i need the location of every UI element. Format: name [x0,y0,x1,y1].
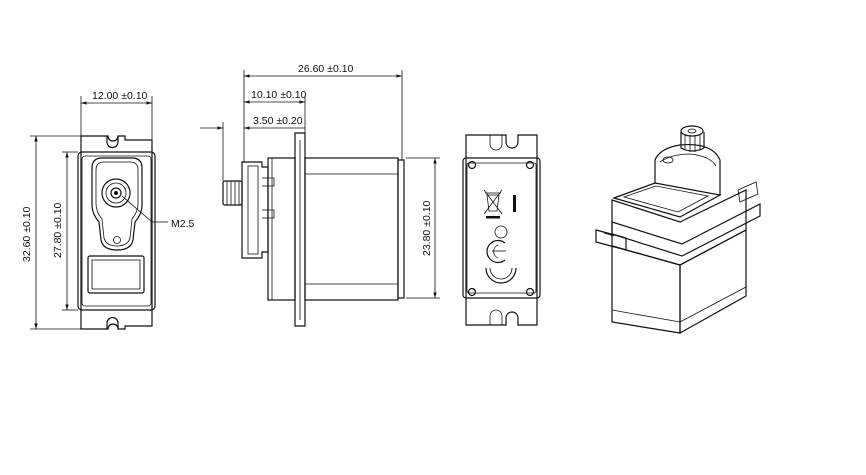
output-spline-outer [101,178,131,208]
side-spline-length-label: 3.50 ±0.20 [253,115,303,127]
bottom-circle-mark [494,225,508,239]
iso-gear-boss-top [659,153,717,167]
iso-small-hole [662,156,674,164]
side-view: 26.60 ±0.10 10.10 ±0.10 3.50 ±0.20 [200,63,405,327]
front-gear-housing [91,157,143,251]
front-label-window [87,255,145,294]
bottom-screw-bl [467,287,477,297]
iso-gear-boss [654,143,721,195]
iso-spline [680,132,705,152]
iso-top-face [611,189,747,266]
thread-leader-line [121,195,153,223]
output-spline-inner [110,187,122,199]
front-view: M2.5 12.00 ±0.10 32.60 ±0.10 27.80 ±0.10 [21,90,195,330]
side-length-overall-label: 26.60 ±0.10 [298,63,354,75]
bottom-cover [462,157,541,299]
front-body-inner [81,155,152,307]
iso-flange-left [595,229,627,251]
front-height-body-label: 27.80 ±0.10 [52,202,64,258]
side-flange-offset-label: 10.10 ±0.10 [251,89,307,101]
thread-label: M2.5 [171,218,195,230]
bottom-screw-tl [467,160,477,170]
front-flange-outline [80,135,153,330]
bottom-height-label: 23.80 ±0.10 [421,200,433,256]
bottom-screw-tr [525,160,535,170]
bottom-flange-outline [465,134,538,326]
front-height-overall-label: 32.60 ±0.10 [21,206,33,262]
bottom-top-slot [489,135,503,151]
isometric-view [595,125,761,335]
c-mark-icon [485,267,517,284]
ce-mark-icon [486,239,506,264]
output-screw-hole [114,191,118,195]
front-width-label: 12.00 ±0.10 [92,90,148,102]
bottom-cover-inner [466,162,537,294]
bottom-bottom-slot [489,309,503,325]
side-gear-cap-detail [247,165,259,255]
side-main-body [304,157,399,301]
iso-spline-hole [687,128,697,134]
iso-flange-right-slot [737,181,759,203]
iso-seam-front [611,309,681,323]
iso-spline-top [680,125,704,137]
iso-top-cover-inner [622,185,710,213]
side-flange [294,132,306,327]
bottom-bar-mark [513,195,516,212]
front-body-outline [77,151,156,311]
bottom-screw-br [525,287,535,297]
iso-right-face [679,229,747,335]
iso-flange-left-slot [603,232,615,237]
output-spline-mid [105,182,127,204]
front-bottom-slot [106,316,119,329]
iso-seam-right [679,286,747,323]
front-small-hole [113,236,121,244]
iso-flange-plate [611,203,761,257]
front-gear-housing-inner [95,161,139,247]
front-label-window-inner [91,259,141,290]
bottom-view: 23.80 ±0.10 [406,134,541,326]
front-top-slot [106,136,119,149]
weee-bin-icon [483,189,503,219]
side-bottom-cap [397,159,405,299]
